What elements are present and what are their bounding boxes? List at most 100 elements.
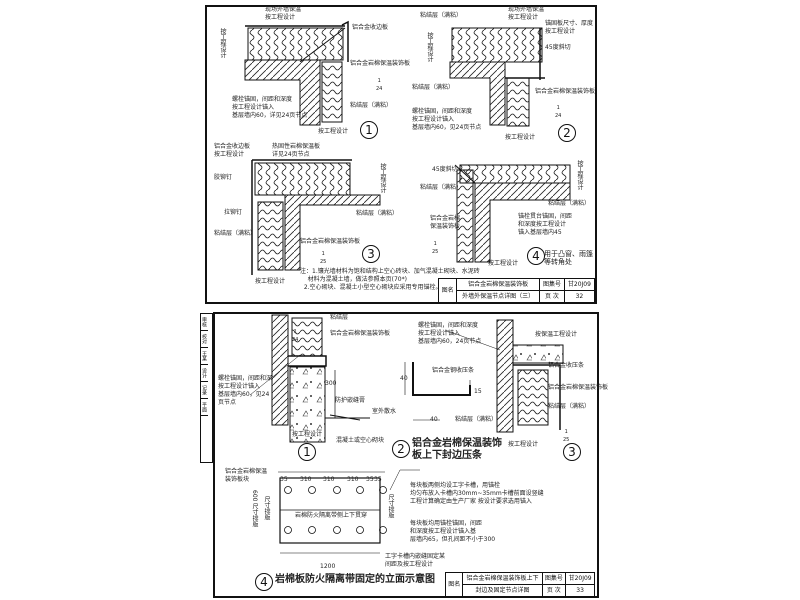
label: 粘结层（满粘） — [548, 200, 591, 207]
detail-number: 3 — [563, 443, 581, 461]
atlas-label: 图集号 — [539, 278, 565, 291]
label: 粘结层（满粘） — [356, 210, 399, 217]
strip-cell: 平面 — [201, 399, 208, 416]
label: 按工程设计 — [488, 260, 519, 267]
label: 粘结层（满粘） — [214, 230, 257, 237]
label: 粘结层（满粘） — [412, 84, 455, 91]
strip-cell: 校对 — [201, 331, 208, 348]
label: 拉铆钉 — [224, 209, 243, 216]
dim-seg: 310 — [347, 476, 359, 483]
dim-seg: 35 — [366, 476, 374, 483]
atlas-number: 甘20J09 — [563, 278, 596, 291]
page-number: 32 — [563, 290, 596, 303]
detail-number: 4 — [527, 247, 545, 265]
label: 岩棉防火隔离带侧上下贯穿 — [295, 512, 368, 519]
label: 铝合金岩棉保温 装饰板块 — [225, 468, 268, 483]
dim-gap: 尺寸排版 — [387, 494, 394, 518]
strip-cell: 王某 — [201, 348, 208, 365]
atlas-label: 图集号 — [541, 572, 567, 585]
binding-strip: 审核 校对 王某 设计 记录 平面 — [200, 313, 213, 463]
label: 45度斜切 — [432, 166, 458, 173]
title-name-label: 图名 — [437, 278, 458, 303]
label: 铝合金收边板 按工程设计 — [214, 143, 251, 158]
label: 铝合金岩棉保温装饰板 — [548, 384, 609, 391]
label: 螺栓锚固，间距和深 按工程设计锚入 基层墙内60，见24 页节点 — [218, 375, 273, 406]
detail-number: 3 — [362, 245, 380, 263]
label: 按保温工程设计 — [535, 331, 578, 338]
label: 混凝土或空心砌块 — [336, 437, 385, 444]
label: 按工程设计 — [426, 32, 433, 62]
label: 铝合金收压条 — [548, 362, 585, 369]
strip-cell: 设计 — [201, 365, 208, 382]
detail-number: 2 — [392, 440, 410, 458]
label: 铝合金岩棉保温装饰板 — [535, 88, 596, 95]
label: 粘结层（满粘） — [455, 416, 498, 423]
label: 按工程设计 — [318, 128, 349, 135]
title-block-top: 图名 铝合金岩棉保温装饰板 图集号 甘20J09 外墙外保温节点详图（三） 页 … — [437, 278, 596, 303]
label: 铝合金岩棉保温装饰板 — [300, 238, 361, 245]
label: 粘结层（满粘） — [420, 184, 463, 191]
label: 按工程设计 — [379, 163, 386, 193]
page-label: 页 次 — [539, 290, 565, 303]
detail-ref: 1 25 — [432, 241, 439, 255]
label: 每块板两侧均设工字卡槽，用锚栓 均匀布放入卡槽内30mm~35mm卡槽前面设竖缝… — [410, 482, 544, 505]
title-name-label: 图名 — [444, 572, 464, 597]
dim-d2-width: 40 — [430, 416, 438, 423]
label: 铝合金岩棉保温装饰板 — [350, 60, 411, 67]
atlas-number: 甘20J09 — [565, 572, 595, 585]
label: 铝合金岩棉保温装饰板 — [330, 330, 391, 337]
dim-side: 尺寸排版 — [263, 496, 270, 520]
detail-number: 4 — [255, 573, 273, 591]
label: 粘结层（满粘） — [548, 403, 591, 410]
dim-seg: 35 — [280, 476, 288, 483]
dim-height: 600 尺寸排版 — [251, 490, 258, 528]
title-line1: 铝合金岩棉保温装饰板上下 — [462, 572, 543, 585]
detail-number: 1 — [298, 443, 316, 461]
strip-cell: 审核 — [201, 314, 208, 331]
strip-cell: 记录 — [201, 382, 208, 399]
label: 按工程设计 — [508, 441, 539, 448]
label: 工字卡槽内嵌缝固定某 间距及按工程设计 — [385, 553, 446, 568]
label: 现场外墙保温 按工程设计 — [265, 6, 302, 21]
dim-seg: 35 — [374, 476, 382, 483]
dim-d2-height: 40 — [400, 375, 408, 382]
label: 45度斜切 — [545, 44, 571, 51]
dim-d2-lip: 15 — [474, 388, 482, 395]
detail-ref: 1 25 — [320, 251, 327, 265]
dim-seg: 310 — [300, 476, 312, 483]
detail-ref: 1 24 — [555, 105, 562, 119]
label: 螺栓锚固，间距和深度 按工程设计锚入 基层墙内60，24页节点 — [418, 322, 482, 345]
label: 粘结层（满粘） — [350, 102, 393, 109]
label: 现场外墙保温 按工程设计 — [508, 6, 545, 21]
label: 按工程设计 — [219, 28, 226, 58]
label: 粘结层 — [330, 314, 349, 321]
dim-seg: 310 — [323, 476, 335, 483]
label: 锚固板尺寸、厚度 按工程设计 — [545, 20, 594, 35]
detail-ref: 1 24 — [376, 78, 383, 92]
label: 螺栓锚固，间距和深度 按工程设计锚入 基层墙内60，详见24页节点 — [232, 96, 308, 119]
title-block-bottom: 图名 铝合金岩棉保温装饰板上下 图集号 甘20J09 封边及固定节点详图 页 次… — [444, 572, 595, 597]
detail-number: 2 — [558, 124, 576, 142]
title-line2: 外墙外保温节点详图（三） — [456, 290, 541, 303]
title-line1: 铝合金岩棉保温装饰板 — [456, 278, 541, 291]
label: 铝合金钢收压条 — [432, 367, 475, 374]
page-number: 33 — [565, 584, 595, 597]
label: 按工程设计 — [255, 278, 286, 285]
label: 按工程设计 — [292, 431, 323, 438]
label: 按工程设计 — [576, 160, 583, 190]
detail-4-caption: 用于凸窗、雨篷 等转角处 — [544, 250, 593, 266]
label: 铝合金收边板 — [352, 24, 389, 31]
notes: 注：1.镶光墙材料为饱和结构上空心砖块、加气混凝土砌块、水泥砖 材料为混凝土墙，… — [300, 268, 480, 291]
label: 热固性岩棉保温板 详见24页节点 — [272, 143, 321, 158]
dim-d1-height: 300 — [325, 380, 337, 387]
label: 防护嵌缝膏 — [335, 397, 366, 404]
title-line2: 封边及固定节点详图 — [462, 584, 543, 597]
label: 锚栓贯台锚固，间距 和深度按工程设计 锚入基层墙内45 — [518, 213, 573, 236]
label: 螺栓锚固，间距和深度 按工程设计锚入 基层墙内60，见24页节点 — [412, 108, 482, 131]
dim-total: 1200 — [320, 563, 336, 570]
detail-ref: 1 25 — [563, 429, 570, 443]
label: 室外散水 — [372, 408, 397, 415]
detail-number: 1 — [360, 121, 378, 139]
label: 胶铆钉 — [214, 174, 233, 181]
page-label: 页 次 — [541, 584, 567, 597]
